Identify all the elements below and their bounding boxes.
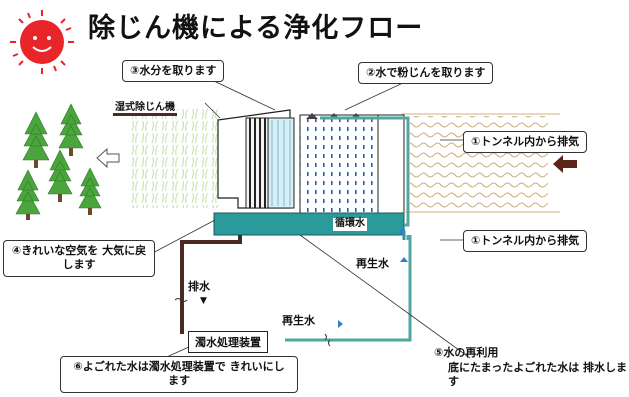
step4-label: ④きれいな空気を 大気に戻します [3, 240, 155, 277]
step1-bottom-label: ①トンネル内から排気 [463, 230, 588, 253]
wet-collector-body [217, 109, 405, 214]
recycled-water-bottom-label: 再生水 [282, 314, 315, 327]
recycled-water-right-label: 再生水 [356, 257, 389, 270]
step3-label: ③水分を取ります [122, 60, 225, 83]
page-title: 除じん機による浄化フロー [88, 13, 424, 44]
step5-title: ⑤水の再利用 [434, 346, 499, 359]
pipe-system [180, 116, 412, 342]
step5-body: 底にたまったよごれた水は 排水します [448, 361, 628, 388]
drain-label: 排水 [188, 280, 210, 293]
circulation-tank-label: 循環水 [333, 218, 367, 231]
solid-left-arrow-icon [553, 155, 577, 173]
hollow-left-arrow-icon [96, 147, 120, 169]
tree-icon [15, 103, 102, 220]
step1-top-label: ①トンネル内から排気 [463, 131, 588, 154]
drain-arrow-icon: ▼ [200, 296, 207, 306]
water-flow-icon [338, 228, 408, 328]
step6-label: ⑥よごれた水は濁水処理装置で きれいにします [60, 356, 298, 393]
wet-collector-label: 湿式除じん機 [113, 98, 177, 116]
treatment-unit: 濁水処理装置 [188, 331, 268, 353]
clean-air-zone [128, 108, 220, 208]
sun-icon [10, 10, 74, 74]
circulation-tank [213, 212, 405, 236]
step2-label: ②水で粉じんを取ります [358, 62, 494, 85]
